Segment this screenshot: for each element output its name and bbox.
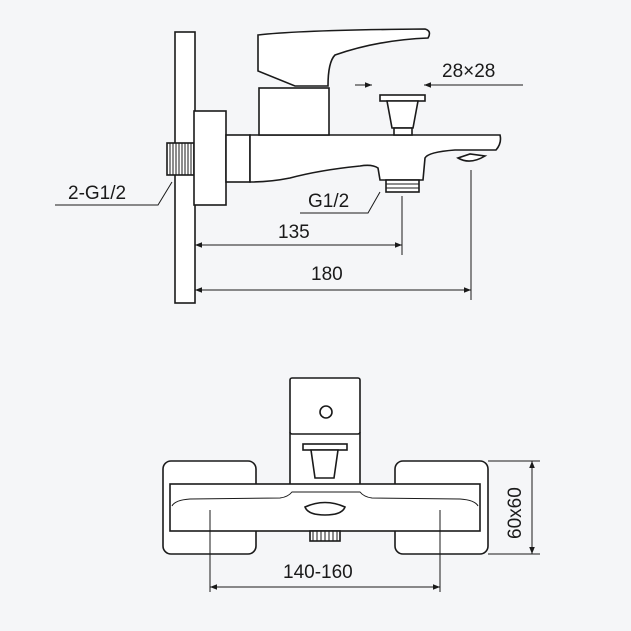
diverter-knob: [379, 94, 426, 136]
wall-thread-label: 2-G1/2: [68, 183, 126, 204]
outlet-distance-label: 135: [278, 222, 310, 243]
faucet-body-spout: [249, 134, 502, 183]
front-view: 140-160 60x60: [162, 377, 540, 592]
outlet-thread-label: G1/2: [308, 191, 349, 212]
side-view: 28×28 2-G1/2 G1/2 135 180: [55, 28, 523, 304]
connection-nut: [225, 134, 251, 183]
handle-size-label: 28×28: [442, 61, 495, 82]
front-diverter: [302, 443, 348, 479]
wall-thread: [166, 142, 195, 176]
flange-size-label: 60x60: [505, 487, 526, 539]
outlet-thread: [385, 179, 420, 193]
wall-flange: [193, 110, 227, 206]
outlet-aerator: [456, 153, 488, 162]
front-aerator: [303, 501, 347, 516]
center-distance-label: 140-160: [283, 562, 353, 583]
front-outlet-thread: [309, 530, 341, 542]
spout-length-label: 180: [311, 264, 343, 285]
indicator-dot: [319, 405, 333, 419]
lever-handle: [257, 28, 431, 87]
cartridge-housing: [258, 87, 330, 136]
